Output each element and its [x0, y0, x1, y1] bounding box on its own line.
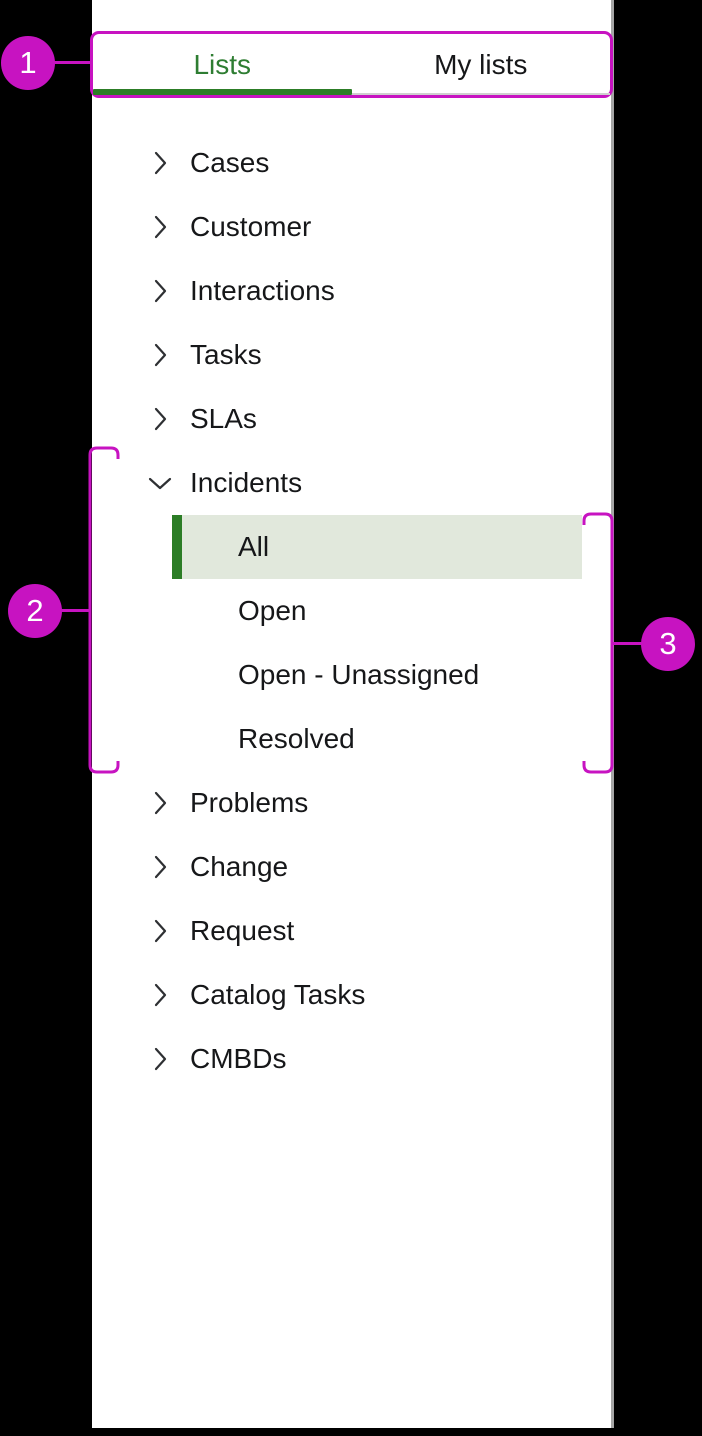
tab-my-lists-label: My lists [434, 48, 528, 80]
active-tab-indicator [93, 89, 352, 95]
tree-item-label: CMBDs [190, 1043, 287, 1074]
tree-item-label: Incidents [190, 467, 303, 498]
tree-item-label: Problems [190, 787, 309, 818]
tree-item-cmbds[interactable]: CMBDs [92, 1027, 613, 1091]
tree-item-label: Tasks [190, 339, 262, 370]
callout-3-connector [612, 642, 668, 645]
chevron-right-icon[interactable] [147, 214, 173, 240]
chevron-right-icon[interactable] [147, 406, 173, 432]
selected-row-highlight [172, 515, 582, 579]
tab-bar: Lists My lists [93, 34, 610, 95]
tab-my-lists[interactable]: My lists [352, 34, 611, 95]
callout-1-number: 1 [19, 45, 37, 80]
tree-item-label: All [238, 531, 270, 562]
tree-item-tasks[interactable]: Tasks [92, 323, 613, 387]
chevron-right-icon[interactable] [147, 150, 173, 176]
tree-item-incidents[interactable]: Incidents [92, 451, 613, 515]
tree-item-label: Open - Unassigned [238, 659, 480, 690]
chevron-right-icon[interactable] [147, 790, 173, 816]
tree-item-label: Resolved [238, 723, 355, 754]
tree-item-catalog-tasks[interactable]: Catalog Tasks [92, 963, 613, 1027]
callout-3-number: 3 [659, 626, 677, 661]
tree-item-label: Request [190, 915, 295, 946]
lists-tree: Cases Customer Interactions Tasks SLAs I… [92, 131, 613, 1091]
tree-item-label: Change [190, 851, 289, 882]
tab-bar-callout-box: Lists My lists [90, 31, 613, 98]
chevron-right-icon[interactable] [147, 342, 173, 368]
tab-lists-label: Lists [193, 48, 252, 80]
callout-2-number: 2 [26, 593, 44, 628]
tree-item-label: Cases [190, 147, 270, 178]
callout-2-badge: 2 [8, 584, 62, 638]
selected-row-indicator-bar [172, 515, 182, 579]
tree-item-cases[interactable]: Cases [92, 131, 613, 195]
chevron-down-icon[interactable] [147, 470, 173, 496]
chevron-right-icon[interactable] [147, 854, 173, 880]
tree-item-label: Catalog Tasks [190, 979, 366, 1010]
tree-item-incidents-all[interactable]: All [92, 515, 613, 579]
chevron-right-icon[interactable] [147, 278, 173, 304]
chevron-right-icon[interactable] [147, 1046, 173, 1072]
tree-item-request[interactable]: Request [92, 899, 613, 963]
tree-item-change[interactable]: Change [92, 835, 613, 899]
tree-item-slas[interactable]: SLAs [92, 387, 613, 451]
callout-2-connector [35, 609, 90, 612]
lists-panel [92, 0, 613, 1428]
chevron-right-icon[interactable] [147, 918, 173, 944]
tab-lists[interactable]: Lists [93, 34, 352, 95]
tree-item-label: Open [238, 595, 307, 626]
tree-item-label: Customer [190, 211, 312, 242]
tab-bar-bottom-border [351, 93, 610, 95]
callout-1-badge: 1 [1, 36, 55, 90]
tree-item-label: SLAs [190, 403, 257, 434]
tree-item-customer[interactable]: Customer [92, 195, 613, 259]
tree-item-problems[interactable]: Problems [92, 771, 613, 835]
chevron-right-icon[interactable] [147, 982, 173, 1008]
callout-3-badge: 3 [641, 617, 695, 671]
tree-item-incidents-open-unassigned[interactable]: Open - Unassigned [92, 643, 613, 707]
tree-item-interactions[interactable]: Interactions [92, 259, 613, 323]
tree-item-incidents-resolved[interactable]: Resolved [92, 707, 613, 771]
callout-1-connector [28, 61, 92, 64]
tree-item-incidents-open[interactable]: Open [92, 579, 613, 643]
tree-item-label: Interactions [190, 275, 335, 306]
